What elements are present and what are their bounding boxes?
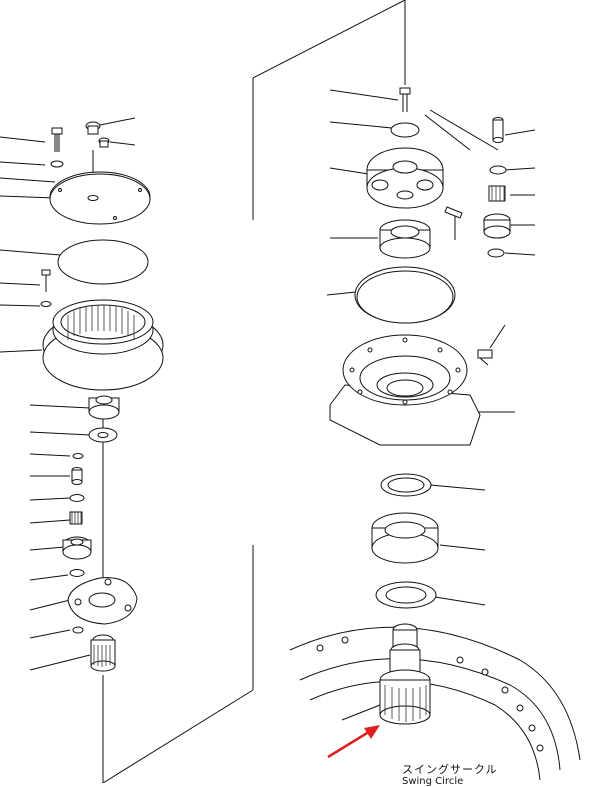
swing-circle-caption: スイングサークル bbox=[402, 763, 498, 776]
grease-fitting-part bbox=[477, 349, 493, 366]
bolt-part bbox=[51, 127, 63, 152]
plug-part bbox=[85, 121, 110, 148]
washer-part-3 bbox=[69, 569, 85, 577]
right-parts bbox=[289, 87, 581, 781]
swing-motor-housing-part bbox=[329, 334, 481, 446]
ring-gear-housing-part bbox=[42, 299, 164, 391]
washer-part bbox=[50, 160, 64, 168]
plate-part bbox=[390, 122, 420, 138]
washer-part-5 bbox=[487, 248, 505, 258]
planet-gear-part bbox=[62, 536, 92, 560]
output-shaft-pinion-part bbox=[379, 623, 431, 725]
small-washer-part bbox=[72, 453, 84, 459]
needle-bearing-part-2 bbox=[488, 185, 506, 202]
cover-plate-part bbox=[49, 171, 151, 225]
small-ring-part bbox=[72, 626, 84, 634]
seal-part bbox=[380, 473, 432, 497]
planet-gear-part-2 bbox=[483, 213, 511, 239]
needle-bearing-part bbox=[69, 511, 83, 525]
spacer-part bbox=[375, 581, 437, 609]
sun-gear-part bbox=[90, 634, 116, 672]
right-leader-lines bbox=[326, 89, 536, 721]
o-ring-part bbox=[57, 239, 149, 285]
roller-pin-part bbox=[444, 206, 463, 219]
bearing-part-3 bbox=[371, 512, 439, 564]
bearing-part-2 bbox=[379, 219, 431, 259]
carrier-part bbox=[67, 577, 138, 625]
thrust-washer-part bbox=[88, 427, 118, 443]
carrier-assembly-part bbox=[366, 147, 444, 209]
washer-part-2 bbox=[69, 494, 85, 502]
swing-circle-part bbox=[289, 626, 581, 781]
left-parts bbox=[40, 121, 164, 672]
left-leader-lines bbox=[0, 117, 136, 671]
washer-part-4 bbox=[489, 165, 507, 175]
pin-part-2 bbox=[492, 117, 504, 143]
bolt-part-2 bbox=[40, 269, 52, 307]
pin-part bbox=[71, 467, 83, 485]
bolt-part-3 bbox=[399, 87, 411, 112]
bearing-part bbox=[88, 395, 120, 420]
red-arrow-icon bbox=[327, 725, 380, 759]
swing-circle-caption-en: Swing Circle bbox=[402, 776, 464, 787]
